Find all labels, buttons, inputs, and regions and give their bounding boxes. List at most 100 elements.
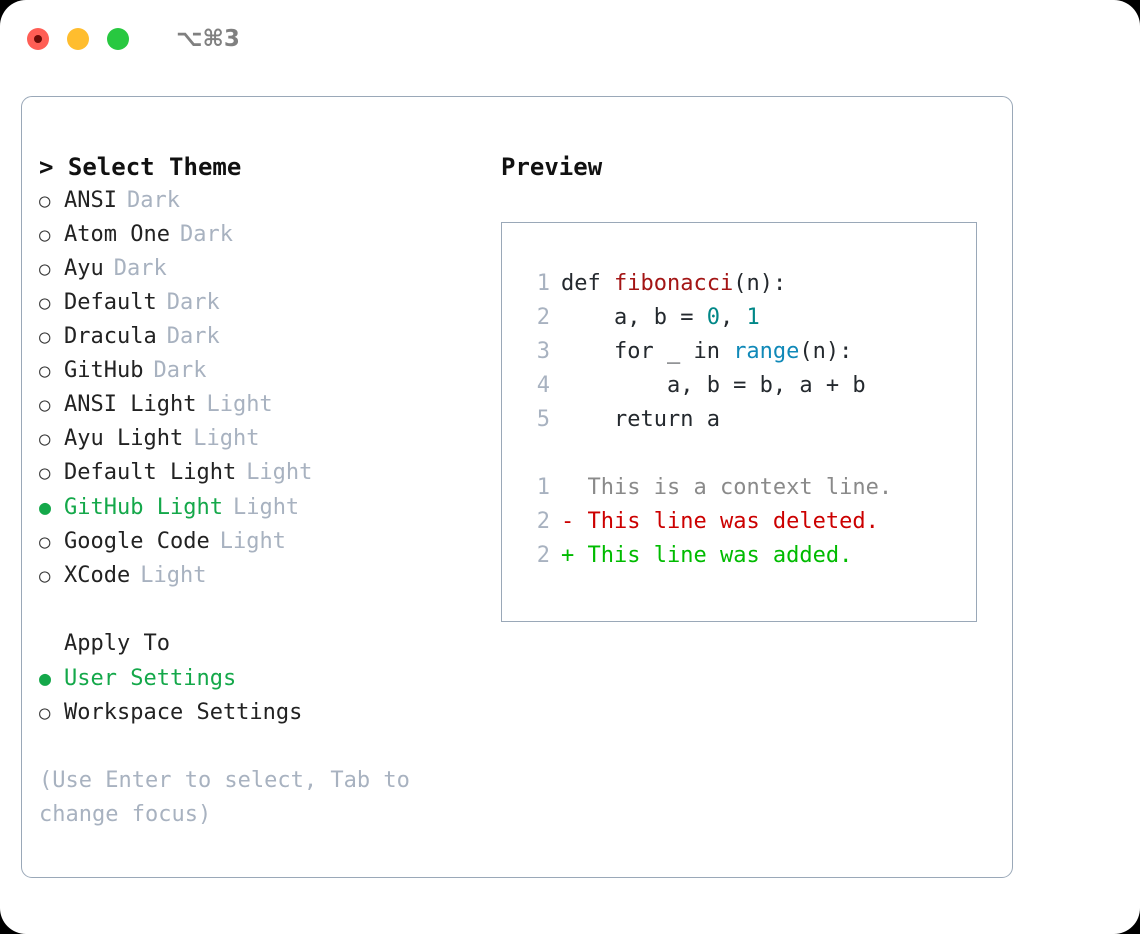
select-theme-heading: > Select Theme bbox=[39, 153, 242, 181]
theme-category-tag: Light bbox=[219, 529, 286, 554]
code-number: 1 bbox=[746, 305, 760, 330]
theme-list-item[interactable]: ○ Ayu Dark bbox=[39, 252, 499, 286]
theme-name: Default Light bbox=[64, 460, 237, 485]
theme-category-tag: Light bbox=[246, 460, 313, 485]
theme-list-item[interactable]: ○ Atom One Dark bbox=[39, 218, 499, 252]
theme-list-item[interactable]: ○ Default Light Light bbox=[39, 456, 499, 490]
window-controls bbox=[27, 28, 129, 50]
radio-icon[interactable]: ○ bbox=[39, 702, 51, 724]
theme-name: ANSI Light bbox=[64, 392, 197, 417]
theme-list-item[interactable]: ○ Default Dark bbox=[39, 286, 499, 320]
diff-text: This line was added. bbox=[587, 543, 853, 568]
theme-selection-column: > Select Theme ○ ANSI Dark ○ Atom One Da… bbox=[39, 150, 499, 832]
diff-text: This is a context line. bbox=[587, 475, 893, 500]
radio-icon[interactable]: ○ bbox=[39, 565, 51, 587]
code-number: 0 bbox=[706, 305, 720, 330]
theme-category-tag: Dark bbox=[166, 324, 220, 349]
theme-list-item[interactable]: ○ Dracula Dark bbox=[39, 320, 499, 354]
code-line: 2 a, b = 0, 1 bbox=[516, 301, 976, 335]
code-text: for _ in bbox=[561, 339, 734, 364]
radio-icon[interactable]: ○ bbox=[39, 292, 51, 314]
theme-category-tag: Dark bbox=[153, 358, 207, 383]
radio-icon[interactable]: ○ bbox=[39, 326, 51, 348]
preview-heading: Preview bbox=[501, 153, 603, 181]
code-builtin-call: range bbox=[733, 339, 800, 364]
diff-line-deleted: 2 - This line was deleted. bbox=[516, 505, 976, 539]
zoom-button-icon[interactable] bbox=[107, 28, 129, 50]
theme-picker-panel: > Select Theme ○ ANSI Dark ○ Atom One Da… bbox=[21, 96, 1013, 878]
theme-name: Dracula bbox=[64, 324, 157, 349]
line-number: 5 bbox=[536, 407, 550, 432]
diff-marker bbox=[561, 471, 588, 505]
diff-line-added: 2 + This line was added. bbox=[516, 539, 976, 573]
radio-icon[interactable]: ○ bbox=[39, 428, 51, 450]
code-text: a, b = bbox=[561, 305, 707, 330]
theme-category-tag: Dark bbox=[166, 290, 220, 315]
code-line: 3 for _ in range(n): bbox=[516, 335, 976, 369]
code-punctuation: (n): bbox=[733, 271, 787, 296]
theme-name: Default bbox=[64, 290, 157, 315]
theme-list-item[interactable]: ○ ANSI Light Light bbox=[39, 388, 499, 422]
theme-name: ANSI bbox=[64, 188, 117, 213]
close-button-icon[interactable] bbox=[27, 28, 49, 50]
apply-to-option-label: User Settings bbox=[64, 666, 237, 691]
list-spacer bbox=[39, 593, 499, 627]
code-text: return a bbox=[561, 407, 720, 432]
theme-list-item[interactable]: ○ GitHub Dark bbox=[39, 354, 499, 388]
theme-list-item[interactable]: ○ Google Code Light bbox=[39, 525, 499, 559]
radio-icon-selected[interactable]: ● bbox=[39, 666, 52, 690]
radio-icon[interactable]: ○ bbox=[39, 190, 51, 212]
apply-to-option-label: Workspace Settings bbox=[64, 700, 303, 725]
line-number: 2 bbox=[536, 543, 550, 568]
theme-list[interactable]: ○ ANSI Dark ○ Atom One Dark ○ Ayu Dark bbox=[39, 184, 499, 593]
theme-list-item[interactable]: ○ Ayu Light Light bbox=[39, 422, 499, 456]
apply-to-heading: Apply To bbox=[64, 631, 170, 656]
diff-marker: - bbox=[561, 509, 588, 534]
theme-category-tag: Light bbox=[193, 426, 260, 451]
theme-list-item[interactable]: ○ XCode Light bbox=[39, 559, 499, 593]
line-number: 1 bbox=[536, 271, 550, 296]
theme-list-item-selected[interactable]: ● GitHub Light Light bbox=[39, 490, 499, 525]
theme-name: GitHub Light bbox=[64, 495, 223, 520]
apply-to-option-selected[interactable]: ● User Settings bbox=[39, 661, 499, 696]
code-line: 1 def fibonacci(n): bbox=[516, 267, 976, 301]
code-function-name: fibonacci bbox=[613, 271, 734, 296]
radio-icon[interactable]: ○ bbox=[39, 394, 51, 416]
code-keyword: def bbox=[561, 271, 614, 296]
radio-icon[interactable]: ○ bbox=[39, 360, 51, 382]
radio-icon-selected[interactable]: ● bbox=[39, 495, 52, 519]
line-number: 3 bbox=[536, 339, 550, 364]
theme-category-tag: Light bbox=[232, 495, 300, 520]
keyboard-hint-text: (Use Enter to select, Tab to change focu… bbox=[39, 768, 410, 827]
theme-category-tag: Dark bbox=[179, 222, 233, 247]
theme-category-tag: Light bbox=[140, 563, 207, 588]
spacer-icon: ○ bbox=[39, 627, 64, 661]
theme-name: Google Code bbox=[64, 529, 210, 554]
line-number: 4 bbox=[536, 373, 550, 398]
theme-name: XCode bbox=[64, 563, 131, 588]
apply-to-list[interactable]: ● User Settings ○ Workspace Settings bbox=[39, 661, 499, 730]
code-punctuation: , bbox=[719, 305, 747, 330]
minimize-button-icon[interactable] bbox=[67, 28, 89, 50]
radio-icon[interactable]: ○ bbox=[39, 258, 51, 280]
theme-list-item[interactable]: ○ ANSI Dark bbox=[39, 184, 499, 218]
line-number: 1 bbox=[536, 475, 550, 500]
apply-to-option[interactable]: ○ Workspace Settings bbox=[39, 696, 499, 730]
keyboard-shortcut-label: ⌥⌘3 bbox=[176, 26, 240, 52]
diff-marker: + bbox=[561, 543, 588, 568]
theme-name: GitHub bbox=[64, 358, 144, 383]
theme-category-tag: Dark bbox=[126, 188, 180, 213]
code-diff-spacer bbox=[516, 437, 976, 471]
line-number: 2 bbox=[536, 509, 550, 534]
radio-icon[interactable]: ○ bbox=[39, 531, 51, 553]
theme-category-tag: Light bbox=[206, 392, 273, 417]
preview-column: Preview 1 def fibonacci(n): 2 a, b = 0, … bbox=[501, 150, 991, 622]
theme-category-tag: Dark bbox=[113, 256, 167, 281]
radio-icon[interactable]: ○ bbox=[39, 224, 51, 246]
code-text: a, b = b, a + b bbox=[561, 373, 866, 398]
theme-name: Ayu bbox=[64, 256, 104, 281]
code-line: 4 a, b = b, a + b bbox=[516, 369, 976, 403]
theme-name: Ayu Light bbox=[64, 426, 184, 451]
radio-icon[interactable]: ○ bbox=[39, 462, 51, 484]
